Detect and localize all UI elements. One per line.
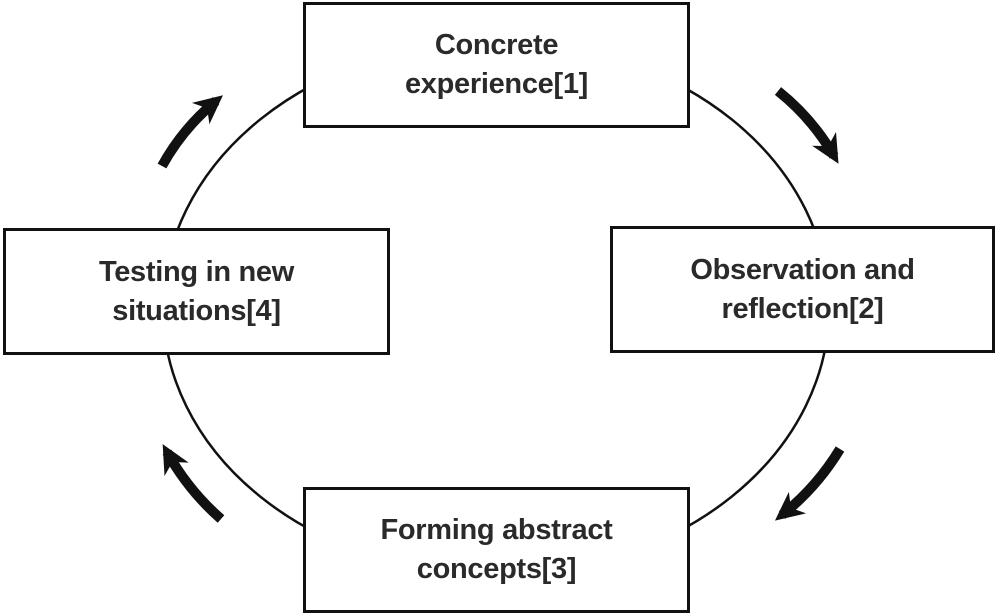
node-label-line2: experience[1]: [404, 68, 589, 100]
node-testing-in-new-situations: Testing in new situations[4]: [3, 228, 390, 355]
arrow-1-to-2-icon: [774, 87, 839, 164]
node-concrete-experience: Concrete experience[1]: [303, 2, 690, 128]
node-label-line2: reflection[2]: [721, 292, 884, 325]
node-label-line2: concepts[3]: [416, 553, 577, 585]
node-label-line1: Observation and: [690, 253, 915, 286]
node-label-line2: situations[4]: [112, 294, 281, 327]
node-label-line1: Concrete: [434, 29, 559, 61]
arrow-3-to-4-icon: [162, 444, 225, 523]
node-forming-abstract-concepts: Forming abstract concepts[3]: [303, 487, 690, 613]
arrow-2-to-3-icon: [774, 446, 845, 521]
node-label-line1: Forming abstract: [380, 514, 613, 546]
arrow-4-to-1-icon: [157, 95, 223, 169]
node-observation-and-reflection: Observation and reflection[2]: [610, 226, 995, 353]
node-label-line1: Testing in new: [98, 255, 295, 288]
